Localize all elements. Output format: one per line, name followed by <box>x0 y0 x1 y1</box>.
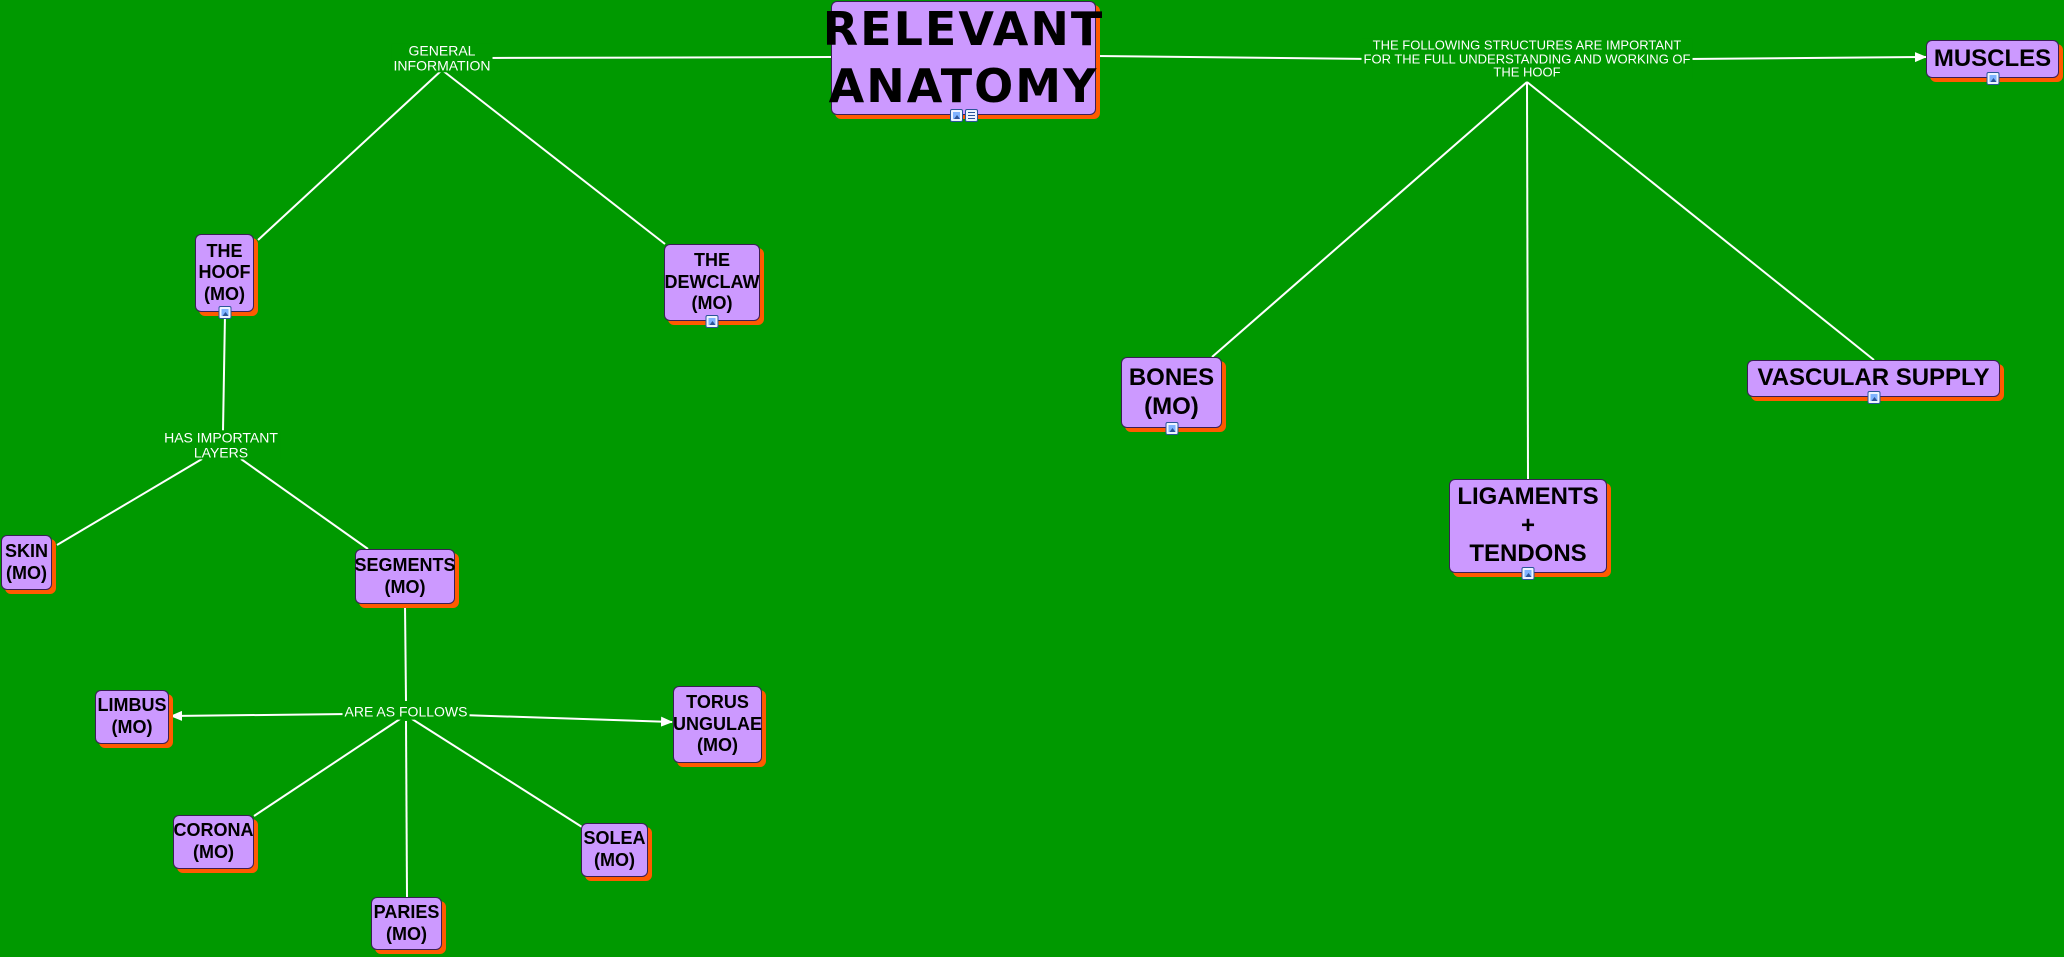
link-line <box>441 69 666 245</box>
node-label: LIMBUS (MO) <box>97 695 167 737</box>
node-label: TORUS UNGULAE (MO) <box>673 692 762 756</box>
node-segments[interactable]: SEGMENTS (MO) <box>354 549 456 604</box>
link-label-has-important-layers: HAS IMPORTANT LAYERS <box>162 429 280 460</box>
node-label: SEGMENTS (MO) <box>354 554 456 597</box>
link-line <box>484 56 832 59</box>
node-label: CORONA (MO) <box>173 820 254 862</box>
node-skin[interactable]: SKIN (MO) <box>1 535 52 590</box>
link-line <box>1211 81 1528 358</box>
node-label: VASCULAR SUPPLY <box>1757 364 1990 392</box>
node-label: BONES (MO) <box>1128 363 1215 420</box>
link-line <box>170 710 350 721</box>
image-icon[interactable] <box>1521 567 1535 580</box>
document-icon[interactable] <box>964 109 978 122</box>
node-torus-ungulae[interactable]: TORUS UNGULAE (MO) <box>673 686 762 763</box>
node-label: SOLEA (MO) <box>583 828 646 870</box>
node-label: LIGAMENTS + TENDONS <box>1457 482 1599 568</box>
node-paries[interactable]: PARIES (MO) <box>371 897 442 950</box>
link-line <box>411 718 583 828</box>
node-muscles[interactable]: MUSCLES <box>1926 40 2059 85</box>
link-line <box>405 720 408 898</box>
node-label: THE DEWCLAW (MO) <box>664 250 760 314</box>
image-icon[interactable] <box>949 109 963 122</box>
node-label: MUSCLES <box>1933 44 2052 72</box>
link-line <box>1096 55 1373 60</box>
node-the-hoof[interactable]: THE HOOF (MO) <box>195 234 254 319</box>
node-the-dewclaw[interactable]: THE DEWCLAW (MO) <box>664 244 760 328</box>
link-line <box>257 69 443 241</box>
image-icon[interactable] <box>1165 422 1178 435</box>
link-line <box>222 313 226 432</box>
link-line <box>240 458 369 550</box>
node-label: SKIN (MO) <box>4 540 48 583</box>
link-label-following-structures: THE FOLLOWING STRUCTURES ARE IMPORTANT F… <box>1361 37 1693 80</box>
link-line <box>1526 81 1875 361</box>
node-solea[interactable]: SOLEA (MO) <box>581 823 648 877</box>
node-label: PARIES (MO) <box>373 901 440 944</box>
link-label-are-as-follows: ARE AS FOLLOWS <box>342 703 470 720</box>
node-vascular-supply[interactable]: VASCULAR SUPPLY <box>1747 360 2000 404</box>
link-line <box>404 604 407 702</box>
node-limbus[interactable]: LIMBUS (MO) <box>95 690 169 744</box>
image-icon[interactable] <box>1867 391 1880 404</box>
link-line <box>461 714 673 727</box>
node-label: THE HOOF (MO) <box>198 240 251 304</box>
node-label: RELEVANT ANATOMY <box>822 1 1105 114</box>
link-line <box>1686 52 1927 63</box>
node-ligaments-tendons[interactable]: LIGAMENTS + TENDONS <box>1449 479 1607 580</box>
image-icon[interactable] <box>1986 72 1999 85</box>
node-relevant-anatomy[interactable]: RELEVANT ANATOMY <box>823 1 1102 122</box>
link-label-general-information: GENERAL INFORMATION <box>391 42 493 73</box>
link-line <box>1526 81 1529 480</box>
image-icon[interactable] <box>705 315 719 328</box>
link-line <box>253 718 401 817</box>
link-line <box>56 458 203 546</box>
node-corona[interactable]: CORONA (MO) <box>173 815 254 869</box>
node-bones[interactable]: BONES (MO) <box>1121 357 1222 435</box>
image-icon[interactable] <box>218 306 231 319</box>
